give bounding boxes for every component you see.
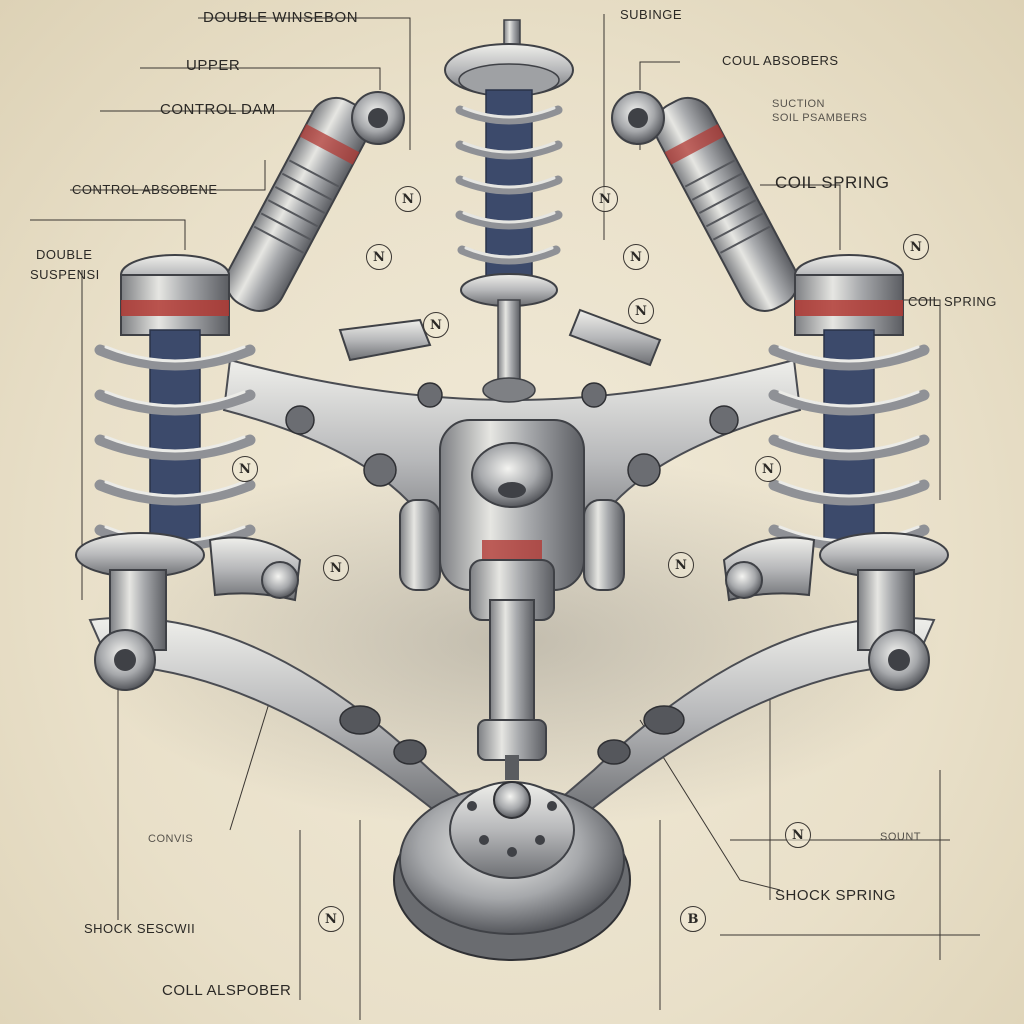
upper-right-shock <box>611 91 799 312</box>
right-coilover <box>768 254 949 691</box>
label-control-arm: CONTROL DAM <box>160 101 276 118</box>
marker-14: B <box>680 906 706 932</box>
marker-13: N <box>318 906 344 932</box>
label-control-absorber: CONTROL ABSOBENE <box>72 182 218 197</box>
label-upper: UPPER <box>186 57 241 74</box>
label-double-suspension-line1: DOUBLE <box>36 247 93 262</box>
center-shaft <box>477 599 547 761</box>
marker-12: N <box>785 822 811 848</box>
marker-10: N <box>323 555 349 581</box>
label-double-suspension-line2: SUSPENSI <box>30 267 100 282</box>
label-coil-small-2: SOIL PSAMBERS <box>772 112 868 124</box>
label-coil-spring-upper: COIL SPRING <box>775 173 890 192</box>
label-double-wishbone: DOUBLE WINSEBON <box>203 9 359 26</box>
wheel-hub <box>393 755 631 961</box>
marker-4: N <box>623 244 649 270</box>
marker-5: N <box>903 234 929 260</box>
center-hub <box>399 419 625 621</box>
center-coilover <box>444 19 574 403</box>
label-right-small: SOUNT <box>880 831 921 843</box>
label-shock-left: SHOCK SESCWII <box>84 921 196 936</box>
marker-9: N <box>755 456 781 482</box>
label-coil-spring-right: COIL SPRING <box>908 294 997 309</box>
label-top-center: SUBINGE <box>620 7 683 22</box>
marker-2: N <box>592 186 618 212</box>
label-shock-spring: SHOCK SPRING <box>775 887 897 904</box>
left-coilover <box>75 254 256 691</box>
marker-6: N <box>423 312 449 338</box>
label-coil-bottom: COLL ALSPOBER <box>162 982 292 999</box>
marker-1: N <box>395 186 421 212</box>
leader-lines <box>30 14 980 1020</box>
upper-left-shock <box>225 91 405 312</box>
label-coil-absorber: COUL ABSOBERS <box>722 53 839 68</box>
marker-7: N <box>628 298 654 324</box>
label-lower-left-small: CONVIS <box>148 833 194 845</box>
marker-11: N <box>668 552 694 578</box>
knuckles <box>208 308 816 602</box>
label-coil-small-1: SUCTION <box>772 98 825 110</box>
marker-3: N <box>366 244 392 270</box>
marker-8: N <box>232 456 258 482</box>
